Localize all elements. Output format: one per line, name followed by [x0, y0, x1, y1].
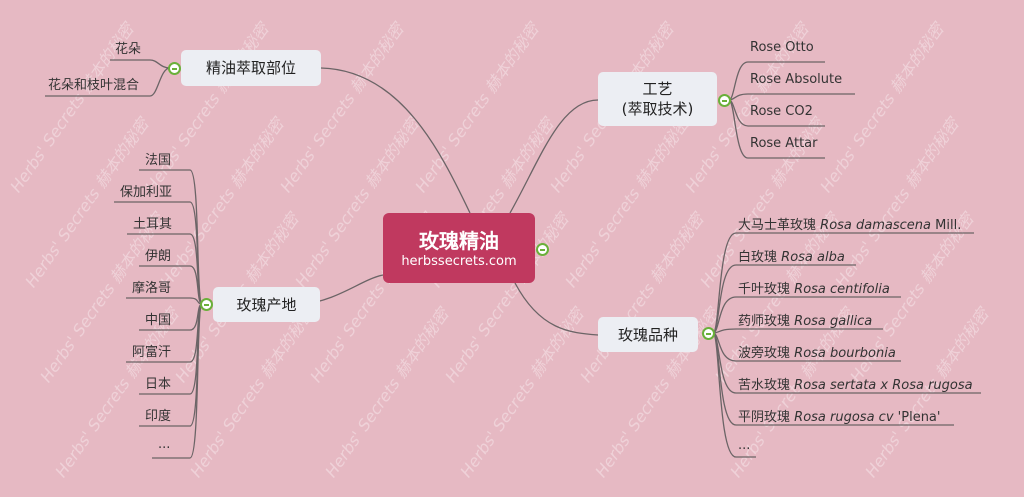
leaf-origin[interactable]: 伊朗 [145, 245, 171, 264]
leaf-label: 日本 [145, 377, 172, 392]
topic-craft-line2: (萃取技术) [621, 100, 694, 118]
leaf-origin[interactable]: 中国 [145, 309, 171, 328]
leaf-label: 土耳其 [133, 217, 173, 232]
connector [728, 93, 855, 101]
connector [126, 297, 203, 305]
leaf-cn: ... [738, 438, 751, 453]
connector [514, 282, 599, 336]
leaf-suffix: 'Plena' [897, 410, 941, 425]
leaf-origin[interactable]: 印度 [145, 405, 171, 424]
leaf-label: 伊朗 [145, 249, 172, 264]
topic-parts-label: 精油萃取部位 [205, 59, 296, 77]
leaf-variety[interactable]: 药师玫瑰 Rosa gallica [738, 310, 872, 329]
leaf-label: 摩洛哥 [132, 281, 172, 296]
topic-parts[interactable]: 精油萃取部位 [181, 50, 321, 86]
leaf-craft[interactable]: Rose Attar [750, 136, 817, 151]
connector [712, 328, 883, 334]
leaf-label: 中国 [145, 313, 172, 328]
leaf-label: 花朵和枝叶混合 [48, 78, 140, 93]
topic-varieties[interactable]: 玫瑰品种 [598, 317, 698, 352]
leaf-label: Rose CO2 [750, 104, 813, 119]
leaf-label: 法国 [145, 153, 172, 168]
connector [509, 99, 599, 214]
topic-origins[interactable]: 玫瑰产地 [213, 287, 320, 322]
topic-origins-label: 玫瑰产地 [236, 295, 297, 314]
leaf-origin[interactable]: 摩洛哥 [132, 277, 171, 296]
leaf-label: 花朵 [115, 42, 142, 57]
leaf-latin: Rosa bourbonia [794, 346, 896, 361]
leaf-variety[interactable]: 波旁玫瑰 Rosa bourbonia [738, 342, 896, 361]
leaf-cn: 药师玫瑰 [738, 314, 791, 329]
collapse-icon[interactable] [200, 298, 213, 311]
leaf-latin: Rosa centifolia [794, 282, 890, 297]
connector [712, 332, 756, 458]
collapse-icon[interactable] [536, 243, 549, 256]
leaf-variety[interactable]: 苦水玫瑰 Rosa sertata x Rosa rugosa [738, 374, 973, 393]
leaf-label: Rose Otto [750, 40, 814, 55]
leaf-label: 保加利亚 [120, 185, 173, 200]
leaf-label: 阿富汗 [132, 345, 172, 360]
leaf-variety[interactable]: 平阴玫瑰 Rosa rugosa cv 'Plena' [738, 406, 940, 425]
leaf-cn: 平阴玫瑰 [738, 410, 791, 425]
collapse-icon[interactable] [168, 62, 181, 75]
leaf-origin[interactable]: 法国 [145, 149, 171, 168]
connector [110, 59, 171, 69]
leaf-cn: 波旁玫瑰 [738, 346, 791, 361]
leaf-label: 印度 [145, 409, 172, 424]
leaf-variety[interactable]: 大马士革玫瑰 Rosa damascena Mill. [738, 214, 961, 233]
leaf-label: ... [158, 437, 171, 452]
topic-varieties-label: 玫瑰品种 [617, 325, 678, 344]
leaf-variety[interactable]: 千叶玫瑰 Rosa centifolia [738, 278, 890, 297]
central-topic-subtitle: herbssecrets.com [401, 253, 517, 269]
leaf-latin: Rosa alba [781, 250, 845, 265]
central-topic-title: 玫瑰精油 [419, 228, 499, 253]
leaf-label: Rose Attar [750, 136, 818, 151]
leaf-cn: 白玫瑰 [738, 250, 778, 265]
leaf-origin[interactable]: 阿富汗 [132, 341, 171, 360]
leaf-variety[interactable]: 白玫瑰 Rosa alba [738, 246, 845, 265]
connector [45, 67, 171, 97]
connector [320, 67, 471, 214]
leaf-craft[interactable]: Rose CO2 [750, 104, 813, 119]
topic-craft-line1: 工艺 [642, 80, 673, 98]
collapse-icon[interactable] [702, 327, 715, 340]
leaf-latin: Rosa rugosa cv [794, 410, 894, 425]
leaf-part[interactable]: 花朵和枝叶混合 [48, 74, 139, 93]
leaf-variety[interactable]: ... [738, 438, 750, 453]
central-topic[interactable]: 玫瑰精油 herbssecrets.com [383, 213, 535, 283]
leaf-suffix: Mill. [935, 218, 962, 233]
leaf-latin: Rosa gallica [794, 314, 873, 329]
topic-craft[interactable]: 工艺 (萃取技术) [598, 72, 717, 126]
leaf-origin[interactable]: 土耳其 [133, 213, 172, 232]
leaf-label: Rose Absolute [750, 72, 843, 87]
leaf-cn: 大马士革玫瑰 [738, 218, 817, 233]
leaf-origin[interactable]: 保加利亚 [120, 181, 172, 200]
collapse-icon[interactable] [718, 94, 731, 107]
leaf-latin: Rosa sertata x Rosa rugosa [794, 378, 973, 393]
leaf-origin[interactable]: 日本 [145, 373, 171, 392]
connector [152, 303, 203, 459]
leaf-origin[interactable]: ... [158, 437, 170, 452]
leaf-cn: 千叶玫瑰 [738, 282, 791, 297]
leaf-cn: 苦水玫瑰 [738, 378, 791, 393]
leaf-craft[interactable]: Rose Otto [750, 40, 814, 55]
leaf-craft[interactable]: Rose Absolute [750, 72, 842, 87]
leaf-latin: Rosa damascena [820, 218, 931, 233]
leaf-part[interactable]: 花朵 [115, 38, 141, 57]
